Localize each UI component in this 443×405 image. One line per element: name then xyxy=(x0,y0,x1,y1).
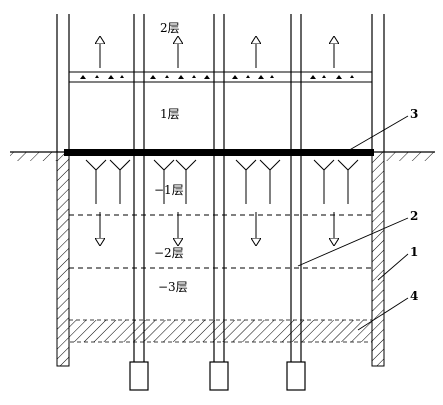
struts xyxy=(85,159,359,204)
floor-label-b2: −2层 xyxy=(154,246,184,260)
outer-columns xyxy=(56,14,385,152)
steel-column-1 xyxy=(129,14,149,391)
floor-label-b1: −1层 xyxy=(154,183,184,197)
callout-2: 2 xyxy=(410,209,418,223)
floor-label-b3: −3层 xyxy=(158,280,188,294)
steel-column-3 xyxy=(286,14,306,391)
leader-lines xyxy=(297,115,409,331)
basement-level-lines xyxy=(69,214,372,269)
diaphragm-wall-left xyxy=(56,151,70,367)
diaphragm-wall-right xyxy=(371,151,385,367)
first-floor-slab xyxy=(68,71,373,83)
floor-label-2: 2层 xyxy=(160,21,180,35)
callout-3: 3 xyxy=(410,107,418,121)
callout-4: 4 xyxy=(410,289,418,303)
ground-slab xyxy=(64,149,374,156)
steel-column-2 xyxy=(209,14,229,391)
downward-arrows xyxy=(100,212,334,242)
bottom-slab xyxy=(68,319,373,343)
callout-1: 1 xyxy=(410,245,418,259)
floor-label-1: 1层 xyxy=(160,107,180,121)
upward-arrows xyxy=(100,40,334,68)
